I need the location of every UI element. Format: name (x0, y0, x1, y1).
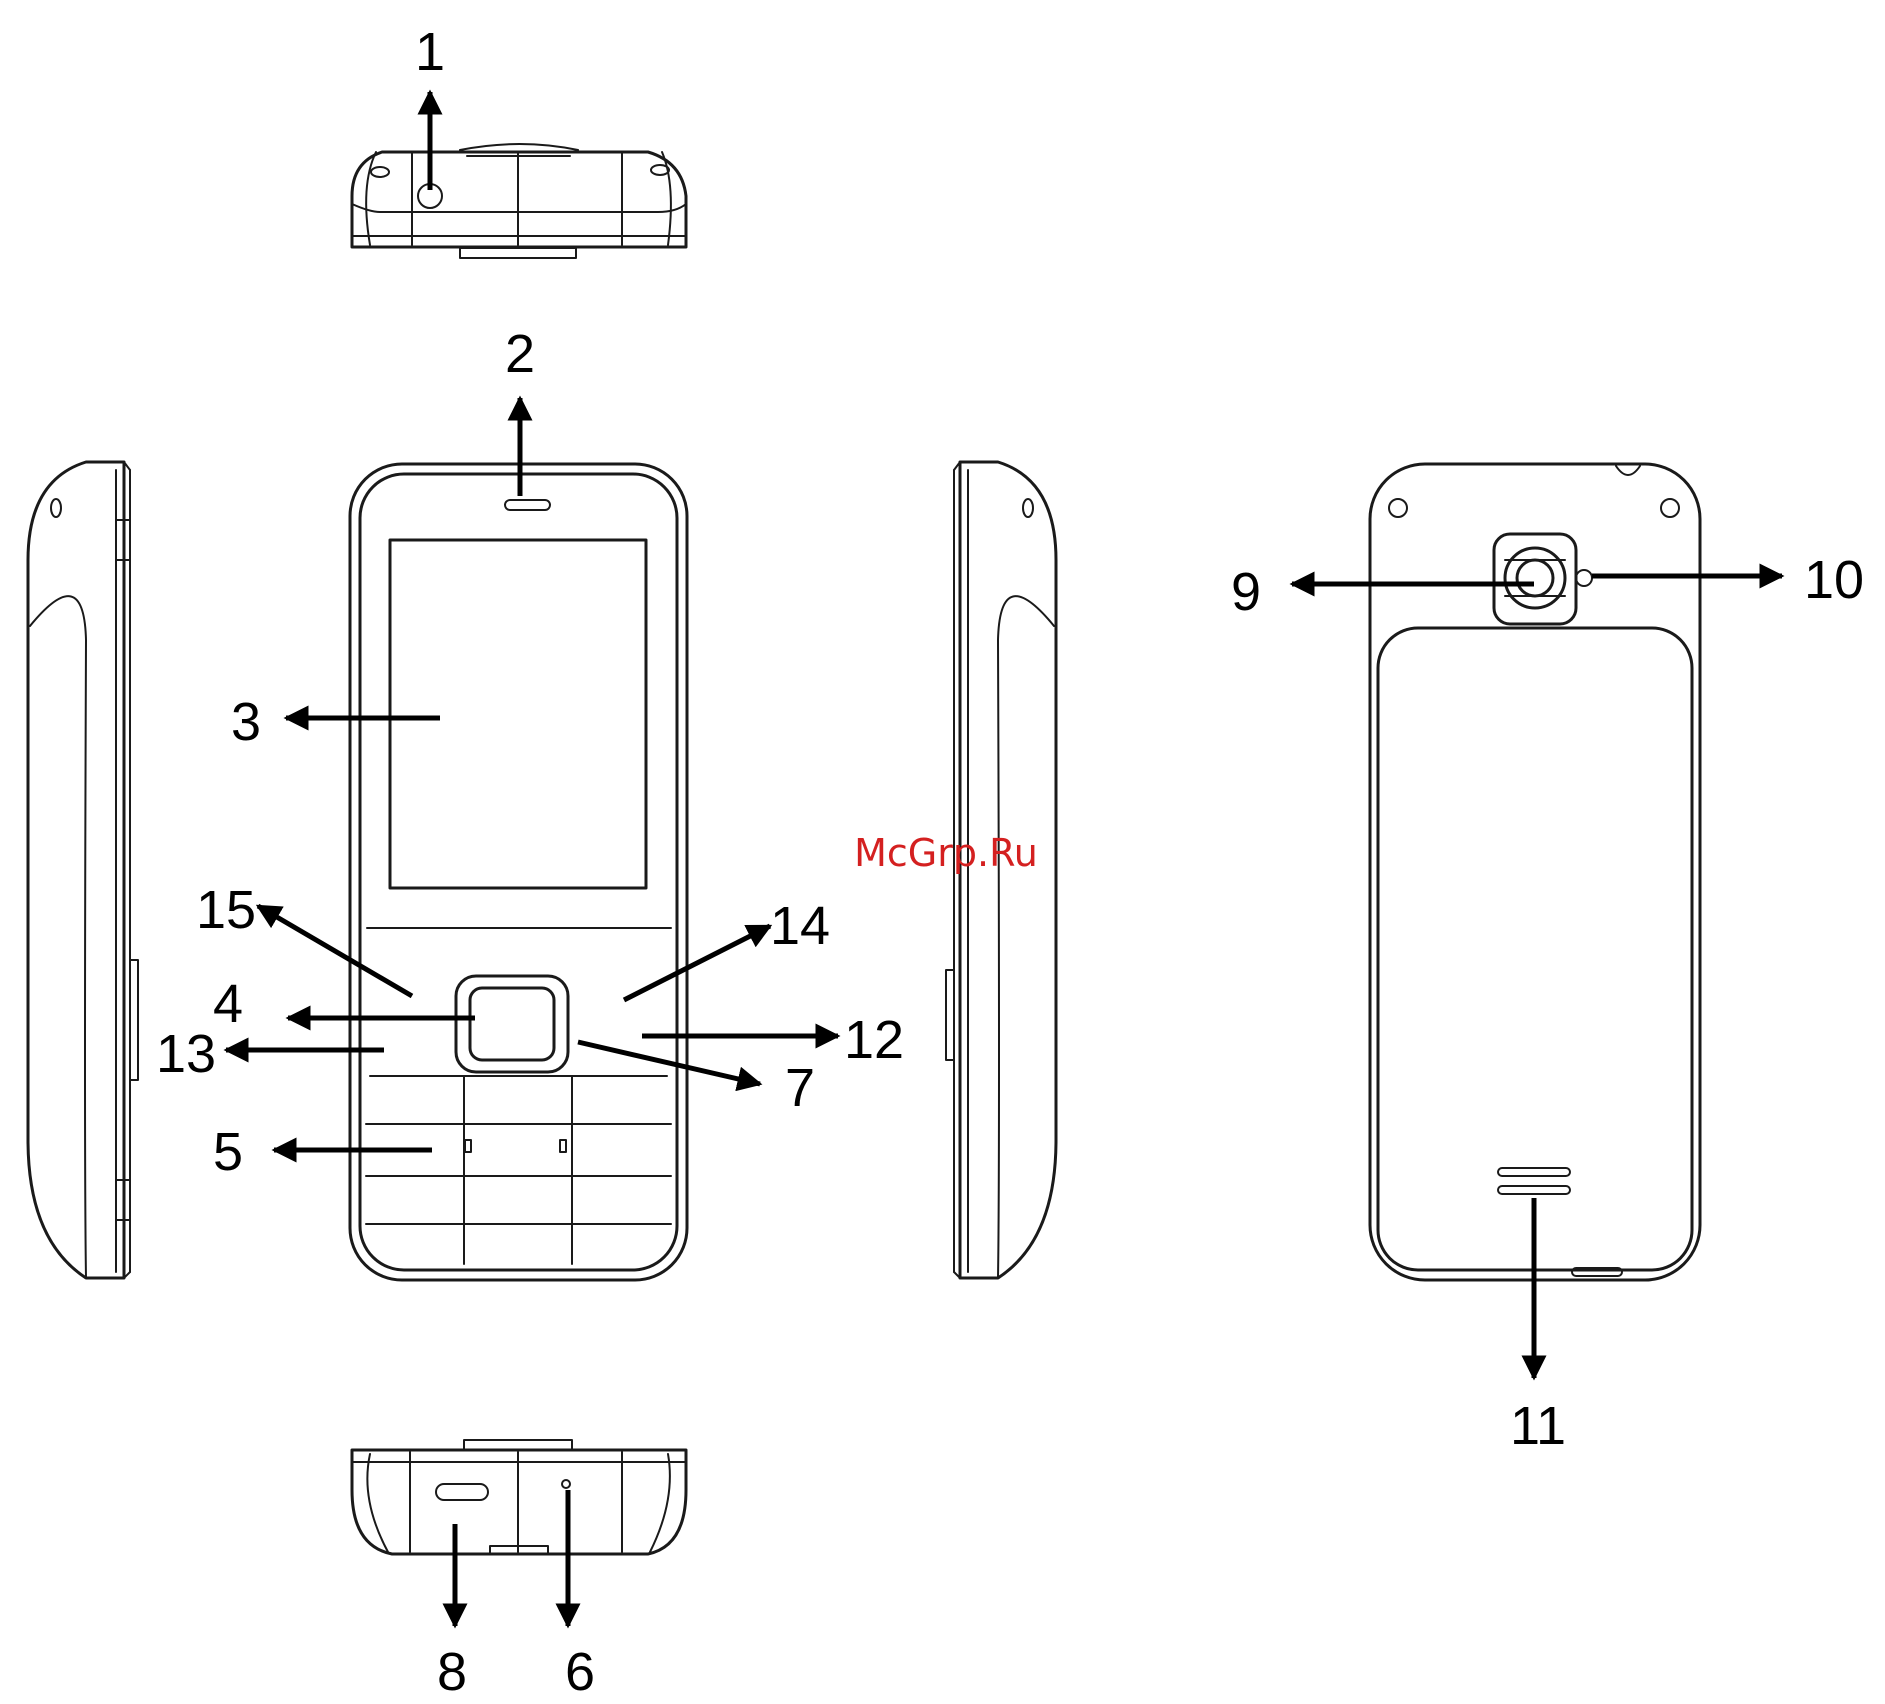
callout-label-3: 3 (231, 692, 261, 752)
callout-label-9: 9 (1231, 562, 1261, 622)
camera-lens (1517, 560, 1553, 596)
loudspeaker-grille-2 (1498, 1186, 1570, 1194)
callout-label-5: 5 (213, 1122, 243, 1182)
callout-label-14: 14 (770, 896, 830, 956)
usb-port (436, 1484, 488, 1500)
callout-label-7: 7 (785, 1058, 815, 1118)
loudspeaker-grille-1 (1498, 1168, 1570, 1176)
phone-bottom-view (352, 1440, 686, 1554)
watermark-text: McGrp.Ru (854, 831, 1038, 875)
phone-front-view (350, 464, 687, 1280)
arrow-14 (624, 926, 770, 1000)
callout-label-12: 12 (844, 1010, 904, 1070)
callout-label-6: 6 (565, 1642, 595, 1702)
arrow-7 (578, 1042, 760, 1084)
microphone-hole (562, 1480, 570, 1488)
callout-label-10: 10 (1804, 550, 1864, 610)
callout-label-4: 4 (213, 974, 243, 1034)
navigation-key-inner (470, 988, 554, 1060)
earpiece-speaker (505, 500, 550, 510)
callout-label-13: 13 (156, 1024, 216, 1084)
phone-top-view (352, 144, 686, 258)
arrow-15 (258, 906, 412, 996)
callout-label-15: 15 (196, 880, 256, 940)
phone-left-side-view (28, 462, 138, 1278)
callout-label-8: 8 (437, 1642, 467, 1702)
callout-label-11: 11 (1510, 1396, 1566, 1456)
callout-label-1: 1 (415, 22, 445, 82)
flash (1576, 570, 1592, 586)
callout-label-2: 2 (505, 324, 535, 384)
display-screen (390, 540, 646, 888)
battery-cover (1378, 628, 1692, 1270)
